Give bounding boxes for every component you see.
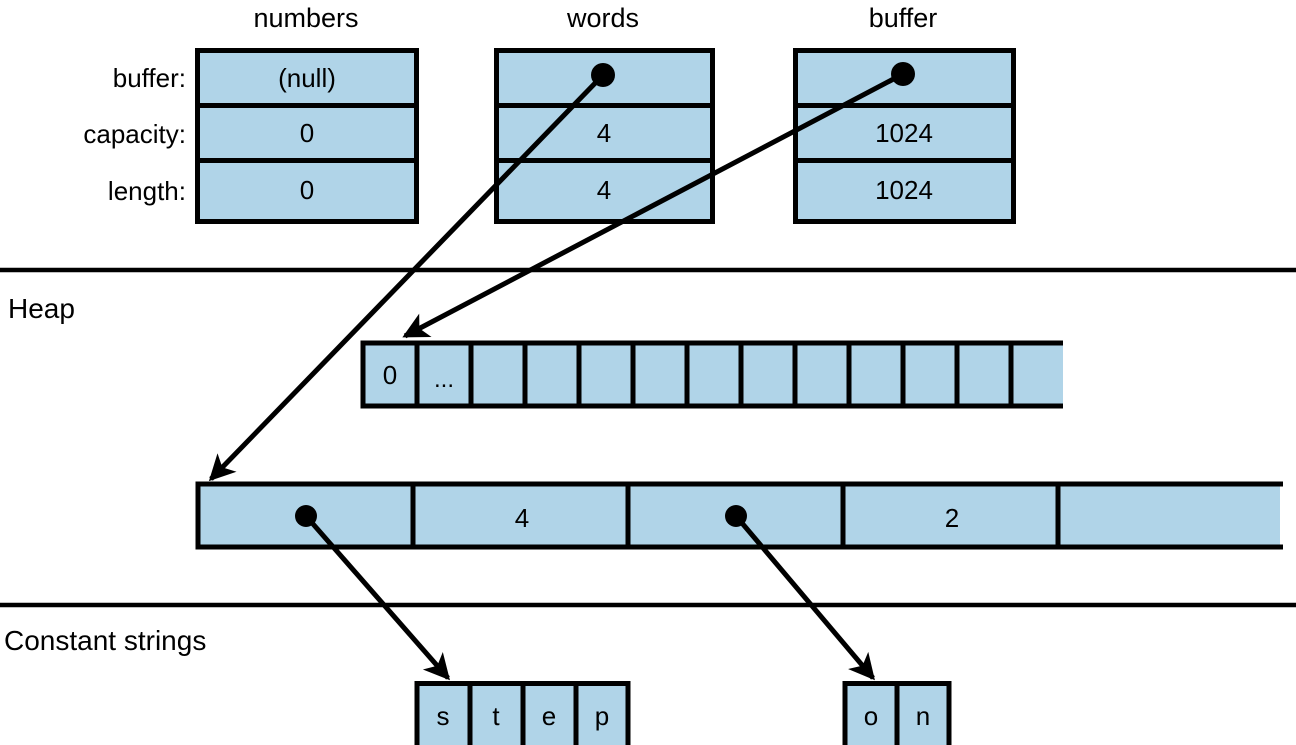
struct-numbers-length-value: 0 bbox=[300, 175, 314, 205]
struct-buffer-length-value: 1024 bbox=[875, 175, 933, 205]
struct-words-field-length-border bbox=[494, 158, 715, 224]
struct-row-labels: buffer: capacity: length: bbox=[83, 63, 186, 206]
char-buffer-array: 0 ... bbox=[360, 340, 1063, 409]
pointer-slot2-dot bbox=[725, 505, 747, 527]
struct-numbers-field-length-border bbox=[195, 158, 419, 224]
char-buffer-cell-0-value: 0 bbox=[383, 360, 397, 390]
row-label-length: length: bbox=[108, 176, 186, 206]
pointer-slot0-dot bbox=[295, 505, 317, 527]
string-step-char-0: s bbox=[437, 701, 450, 731]
pointer-words-dot bbox=[591, 63, 615, 87]
string-struct-cell-3-value: 2 bbox=[945, 503, 959, 533]
string-step-char-1: t bbox=[492, 701, 500, 731]
struct-numbers-field-length-cell bbox=[197, 160, 417, 222]
pointer-buffer-arrow-line bbox=[402, 71, 905, 339]
pointer-buffer-dot bbox=[891, 62, 915, 86]
heap-region-label: Heap bbox=[8, 293, 75, 324]
struct-buffer: buffer 1024 1024 bbox=[793, 3, 1016, 224]
struct-words-capacity-value: 4 bbox=[597, 118, 611, 148]
struct-buffer-field-length-border bbox=[793, 158, 1016, 224]
pointer-slot2-to-on bbox=[725, 505, 875, 681]
pointer-slot2-arrow-line bbox=[734, 514, 875, 681]
struct-buffer-field-length-cell bbox=[795, 160, 1014, 222]
struct-numbers-title: numbers bbox=[253, 3, 358, 33]
char-buffer-array-fill bbox=[363, 345, 1063, 404]
row-label-buffer: buffer: bbox=[113, 63, 186, 93]
pointer-slot0-arrow-line bbox=[304, 514, 450, 681]
struct-numbers-field-capacity-cell bbox=[197, 105, 417, 161]
pointer-words-to-struct-array bbox=[208, 63, 615, 482]
string-on-char-0: o bbox=[864, 701, 878, 731]
pointer-buffer-to-char-array bbox=[402, 62, 915, 339]
struct-words-length-value: 4 bbox=[597, 175, 611, 205]
constant-strings-region-label: Constant strings bbox=[4, 625, 206, 656]
struct-numbers-field-buffer-cell bbox=[197, 50, 417, 106]
struct-buffer-field-capacity-cell bbox=[795, 105, 1014, 161]
string-on: o n bbox=[842, 681, 952, 745]
struct-numbers-capacity-value: 0 bbox=[300, 118, 314, 148]
struct-buffer-capacity-value: 1024 bbox=[875, 118, 933, 148]
string-step-char-3: p bbox=[595, 701, 609, 731]
struct-numbers-buffer-value: (null) bbox=[278, 63, 336, 93]
struct-words-field-capacity-cell bbox=[496, 105, 713, 161]
pointer-slot0-to-step bbox=[295, 505, 450, 681]
struct-buffer-title: buffer bbox=[869, 3, 938, 33]
char-buffer-cell-1-value: ... bbox=[434, 366, 454, 393]
row-label-capacity: capacity: bbox=[83, 119, 186, 149]
struct-numbers: numbers (null) 0 0 bbox=[195, 3, 419, 224]
pointer-words-arrow-line bbox=[208, 73, 605, 482]
struct-words-title: words bbox=[566, 3, 639, 33]
string-step: s t e p bbox=[414, 681, 631, 745]
string-struct-cell-1-value: 4 bbox=[515, 503, 529, 533]
string-on-char-1: n bbox=[916, 701, 930, 731]
string-step-char-2: e bbox=[542, 701, 556, 731]
